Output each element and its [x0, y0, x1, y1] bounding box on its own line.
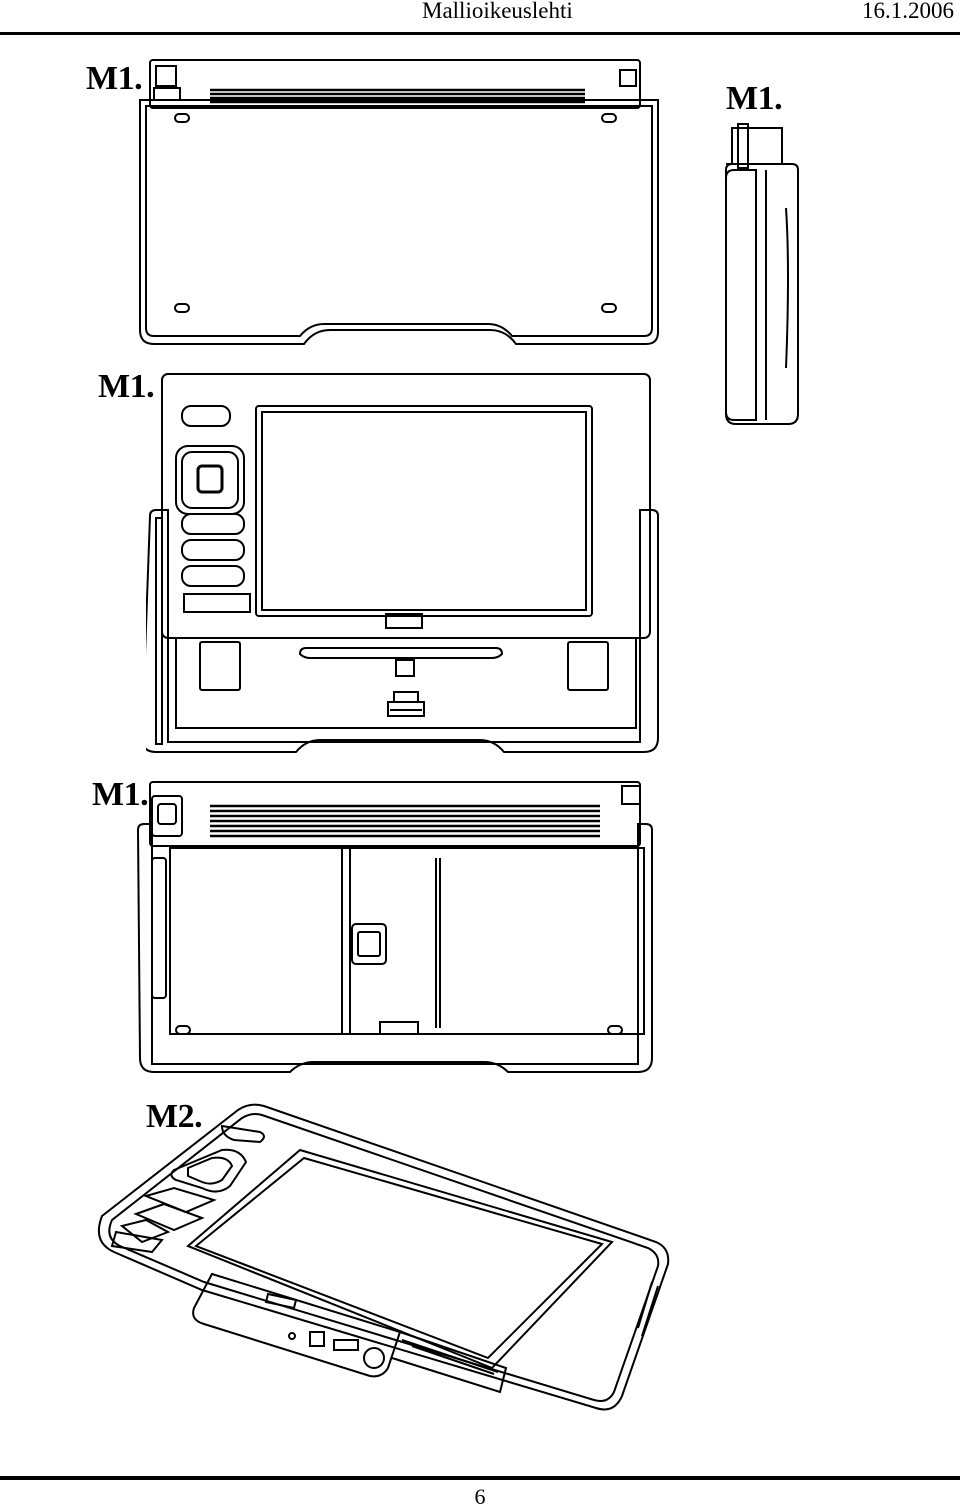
- drawing-m1-side-view: [725, 123, 799, 425]
- drawing-m2-perspective-view: [98, 1103, 670, 1411]
- figure-label-m1-rear: M1.: [92, 776, 149, 813]
- figure-label-m1-back: M1.: [86, 60, 143, 97]
- header-rule: [0, 32, 960, 35]
- publication-title: Mallioikeuslehti: [422, 0, 573, 23]
- publication-date: 16.1.2006: [862, 0, 954, 23]
- page-number: 6: [474, 1484, 486, 1509]
- page-header: Mallioikeuslehti 16.1.2006: [0, 0, 960, 36]
- drawing-m1-rear-view: [136, 781, 653, 1073]
- drawing-m1-back-view: [139, 59, 659, 345]
- figure-label-m2: M2.: [146, 1098, 203, 1135]
- figure-label-m1-side: M1.: [726, 80, 783, 117]
- figure-label-m1-front: M1.: [98, 368, 155, 405]
- drawing-m1-front-view: [146, 373, 659, 753]
- footer-rule: [0, 1476, 960, 1480]
